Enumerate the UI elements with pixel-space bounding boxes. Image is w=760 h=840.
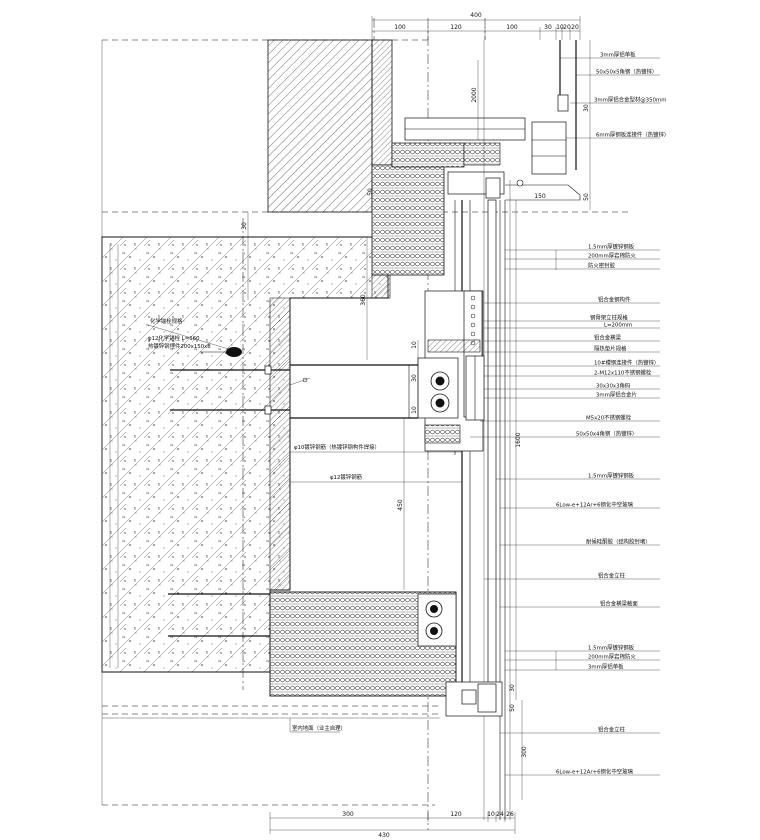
annotation-label: 3mm厚铝合金片 (596, 391, 637, 399)
dim-top-seg-2: 120 (450, 24, 462, 31)
annotation-label: 6mm厚钢板连接件（热镀锌） (596, 131, 669, 139)
dim-main-span: 1600 (515, 432, 522, 447)
dim-right-small: 50 (583, 193, 590, 201)
annotation-label: 1.5mm厚镀锌钢板 (588, 243, 635, 251)
bottom-dimension-chain: 300 120 10 24 26 430 (269, 811, 516, 839)
mid-bracket-assembly (290, 290, 485, 452)
annotation-label: 2-M12x110不锈钢螺栓 (594, 369, 652, 377)
annotation-label: 6Low-e+12Ar+6钢化中空玻璃 (556, 768, 633, 776)
upper-insulation (371, 142, 501, 299)
dim-sill-right: 150 (534, 193, 546, 200)
annotation-label: 铝合金立柱 (598, 726, 626, 734)
dim-bottom-seg-1: 300 (342, 811, 354, 818)
annotation-label: 30x30x3角码 (596, 382, 631, 390)
dim-gap-a: 10 (411, 341, 418, 349)
lower-panel-assembly (269, 591, 503, 717)
annotation-label: 50x50x4角钢（热镀锌） (576, 430, 637, 438)
dim-bottom-seg-4: 24 (496, 811, 504, 818)
label-beam-note: φ10镀锌钢筋（热镀锌钢构件焊接） (294, 443, 380, 451)
annotation-label: 防火密封胶 (588, 262, 616, 270)
dim-bottom-overall: 430 (378, 832, 390, 839)
left-annotations: 化学锚栓规格 φ12化学锚栓 L=160 热镀锌钢埋件200x150x8 φ10… (147, 317, 462, 733)
annotation-label: 3mm厚铝合金型材@350mm (594, 96, 666, 104)
dim-top-seg-7: 20 (571, 24, 579, 31)
top-steel-bracket (404, 40, 581, 201)
annotation-label: 铝合金横梁 (594, 334, 622, 342)
annotation-label: 50x50x5角钢（热镀锌） (596, 68, 657, 76)
annotation-label: 耐候硅酮胶（结构胶封堵） (586, 538, 651, 546)
dim-top-seg-6: 20 (563, 24, 571, 31)
dim-upper-mid: 2000 (471, 87, 478, 102)
dim-top-seg-3: 100 (506, 24, 518, 31)
annotation-label: 铝合金立柱 (598, 572, 626, 580)
curtain-wall-profile (454, 40, 511, 820)
annotation-label: 200mm厚岩棉防火 (588, 252, 636, 260)
annotation-label: 隔热垫片规格 (594, 345, 627, 353)
dim-gap-b: 30 (411, 374, 418, 382)
dim-top-seg-5: 10 (556, 24, 564, 31)
annotation-label: 铝合金横梁截面 (600, 600, 638, 608)
annotation-label: 1.5mm厚镀锌钢板 (588, 472, 635, 480)
label-anchor-spec: 化学锚栓规格 (150, 317, 183, 325)
upper-brick-wall (267, 39, 393, 213)
label-rebar-note: φ12镀锌钢筋 (330, 473, 363, 481)
label-floor-note: 室内地面（业主自理） (292, 724, 346, 732)
annotation-label: 10#槽钢连接件（热镀锌） (594, 359, 659, 367)
lower-floor-lines (102, 705, 440, 719)
right-annotations: 3mm厚铝单板 50x50x5角钢（热镀锌） 3mm厚铝合金型材@350mm 6mm厚… (470, 51, 669, 776)
top-dimension-chain: 400 100 120 100 30 10 20 20 (371, 12, 581, 40)
annotation-label: 钢骨架立柱规格 (590, 314, 628, 322)
dim-top-seg-4: 30 (544, 24, 552, 31)
dim-bottom-small-a: 30 (509, 684, 516, 692)
annotation-label: 3mm厚铝单板 (600, 51, 636, 59)
label-anchor-bolt: φ12化学锚栓 L=160 (148, 334, 200, 342)
dim-lower-height: 450 (397, 499, 404, 511)
annotation-label: 200mm厚岩棉防火 (588, 653, 636, 661)
dim-top-seg-1: 100 (394, 24, 406, 31)
annotation-label: L=200mm (604, 323, 632, 329)
dim-bottom-seg-3: 10 (487, 811, 495, 818)
annotation-label: 1.5mm厚镀锌钢板 (588, 644, 635, 652)
dim-height-mid: 360 (360, 294, 367, 306)
dim-upper-left: 30 (241, 222, 248, 230)
dim-top-overall: 400 (470, 12, 482, 19)
dim-bottom-seg-5: 26 (506, 811, 514, 818)
label-embed-plate: 热镀锌钢埋件200x150x8 (148, 342, 211, 350)
vertical-dimensions: 30 2000 30 150 50 50 360 10 30 10 450 16… (241, 40, 591, 800)
dim-bottom-small-b: 50 (509, 704, 516, 712)
dim-bottom-seg-2: 120 (450, 811, 462, 818)
dim-upper-right: 30 (583, 104, 590, 112)
annotation-label: 铝合金钢构件 (598, 296, 631, 304)
dim-gap-c: 10 (411, 406, 418, 414)
annotation-label: 3mm厚铝单板 (588, 663, 624, 671)
concrete-beam (101, 236, 389, 673)
dim-bottom-right: 300 (521, 746, 528, 758)
annotation-label: M5x20不锈钢螺栓 (586, 414, 632, 422)
dim-bracket-left: 50 (367, 188, 374, 196)
annotation-label: 6Low-e+12Ar+6钢化中空玻璃 (556, 501, 633, 509)
